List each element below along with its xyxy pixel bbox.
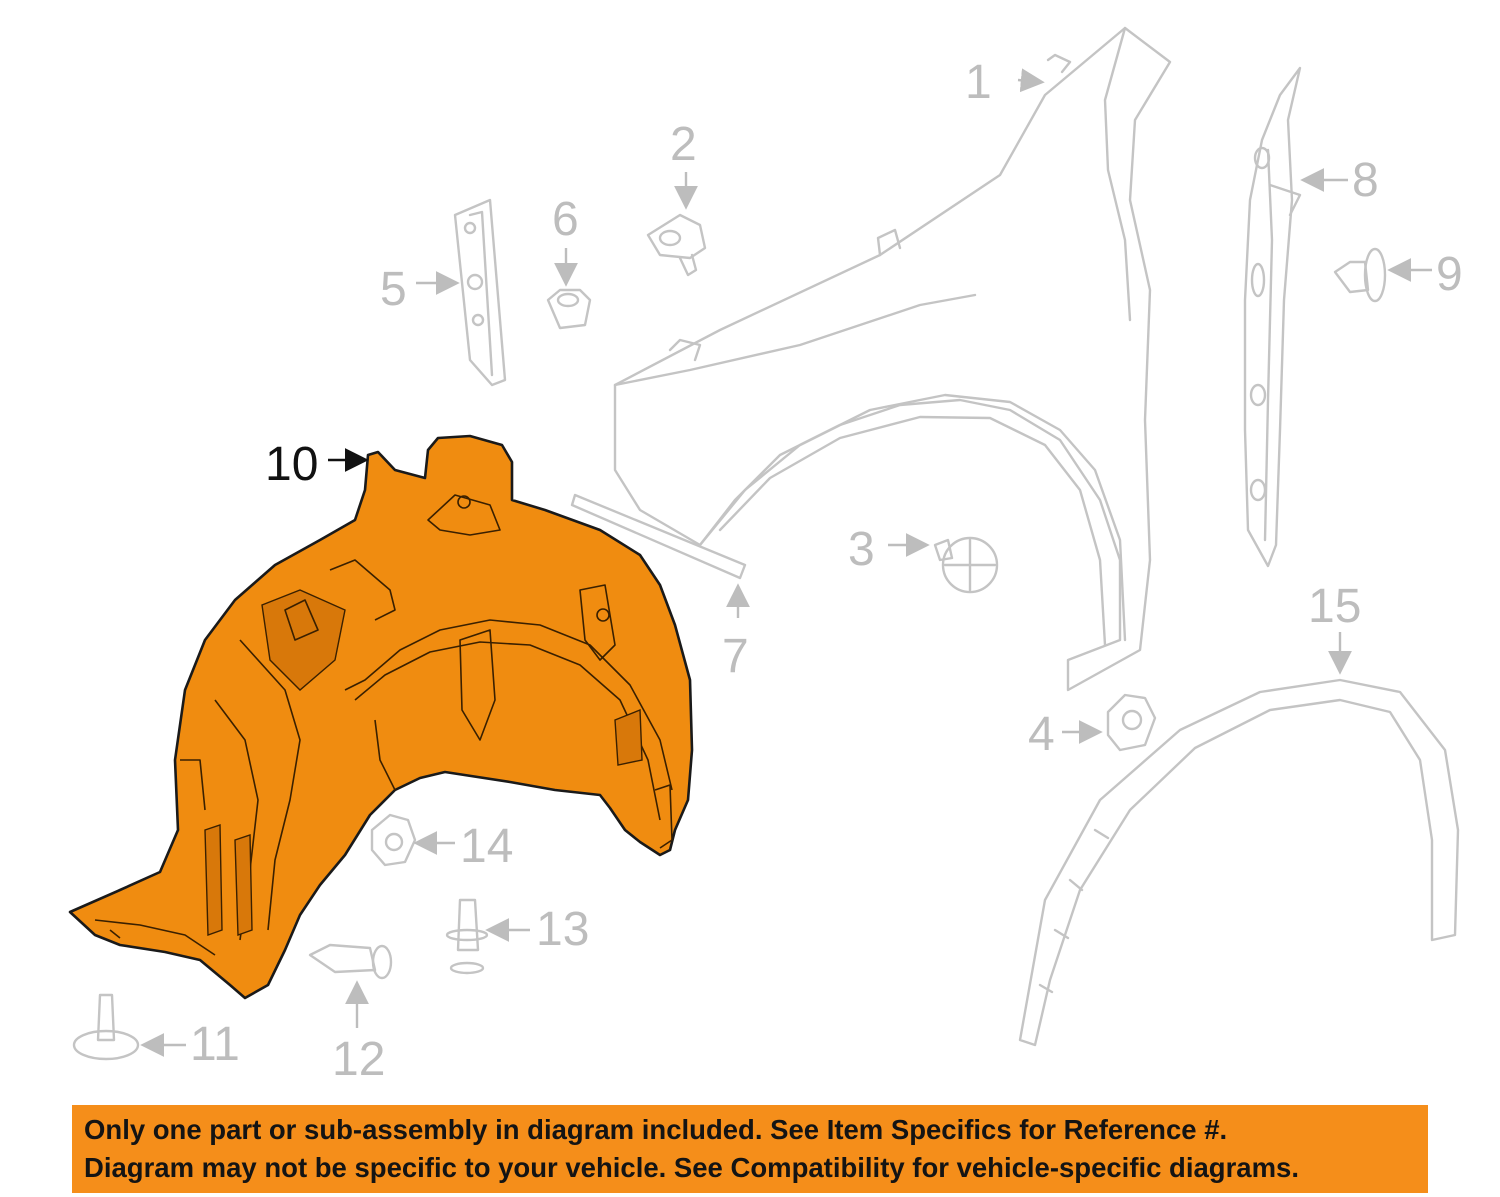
pushpin-part-3: [933, 536, 999, 594]
callout-7: 7: [722, 630, 749, 683]
callout-1: 1: [965, 56, 992, 109]
nut-part-6: [546, 288, 592, 330]
disclaimer-banner: Only one part or sub-assembly in diagram…: [72, 1105, 1428, 1193]
stud-part-13: [445, 898, 489, 975]
callout-4: 4: [1028, 708, 1055, 761]
clip-part-9: [1333, 247, 1387, 303]
callout-2: 2: [670, 118, 697, 171]
callout-10: 10: [265, 438, 318, 491]
fender-part: [613, 26, 1172, 692]
callout-11: 11: [190, 1018, 240, 1071]
callout-6: 6: [552, 193, 579, 246]
bracket-part: [453, 198, 507, 387]
parts-diagram: 1 2 3 4 5 6 7 8 9 10 11 12 13 14 15: [68, 26, 1463, 1086]
stud-part-11: [72, 993, 140, 1061]
callout-labels: 1 2 3 4 5 6 7 8 9 10 11 12 13 14 15: [190, 56, 1463, 1086]
callout-5: 5: [380, 263, 407, 316]
arrow-1: [1017, 68, 1045, 93]
molding-part-15: [1018, 678, 1460, 1047]
callout-3: 3: [848, 523, 875, 576]
disclaimer-line-2: Diagram may not be specific to your vehi…: [84, 1152, 1299, 1183]
nut-part-14: [370, 813, 417, 867]
callout-8: 8: [1352, 154, 1379, 207]
callout-15: 15: [1308, 580, 1361, 633]
callout-9: 9: [1436, 248, 1463, 301]
disclaimer-line-1: Only one part or sub-assembly in diagram…: [84, 1114, 1228, 1145]
callout-14: 14: [460, 820, 513, 873]
callout-12: 12: [332, 1033, 385, 1086]
leader-arrows: [140, 68, 1432, 1057]
seal-part: [1243, 66, 1302, 568]
nut-part-4: [1106, 693, 1157, 752]
fender-liner-part-10: [68, 434, 694, 1000]
callout-13: 13: [536, 903, 589, 956]
bolt-part-2: [646, 213, 707, 277]
clip-part-12: [308, 943, 393, 980]
strip-part-7: [570, 493, 747, 580]
